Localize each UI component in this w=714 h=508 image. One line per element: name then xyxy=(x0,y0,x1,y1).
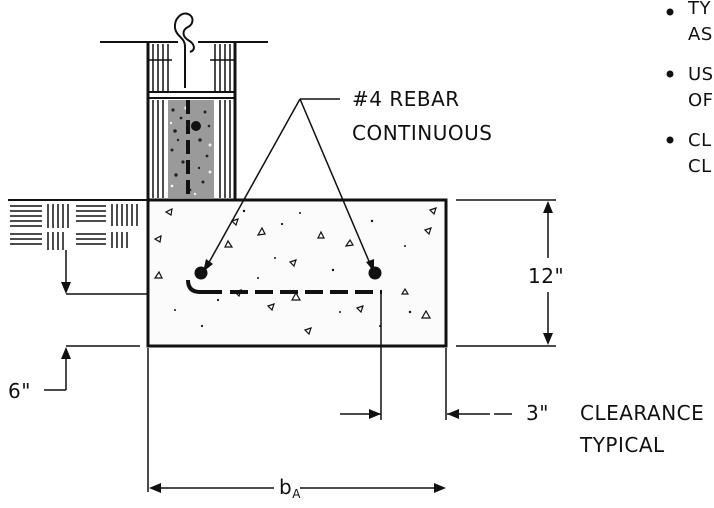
clearance-value: 3" xyxy=(526,401,549,425)
note-2-line2: OF xyxy=(688,90,714,111)
note-3-line1: CL xyxy=(688,130,712,151)
masonry-wall xyxy=(100,12,268,280)
concrete-footing xyxy=(146,198,448,348)
notes-list: TY AS US OF CL CL xyxy=(666,0,714,177)
clearance-typical-label: TYPICAL xyxy=(579,433,665,457)
note-bullet xyxy=(666,136,674,144)
note-bullet xyxy=(666,8,674,16)
soil-hatch xyxy=(8,199,148,250)
rebar-right-dot xyxy=(368,266,382,280)
height-label: 12" xyxy=(528,264,564,288)
note-1-line1: TY xyxy=(687,0,711,19)
note-bullet xyxy=(666,70,674,78)
note-1-line2: AS xyxy=(688,24,713,45)
depth-label: 6" xyxy=(8,379,31,403)
clearance-label: CLEARANCE xyxy=(580,401,704,425)
dimension-width: bA xyxy=(147,348,446,501)
rebar-callout: #4 REBAR CONTINUOUS xyxy=(203,87,492,272)
note-3-line2: CL xyxy=(688,156,712,177)
dimension-clearance: 3" CLEARANCE TYPICAL xyxy=(340,293,704,457)
rebar-label: #4 REBAR xyxy=(352,87,460,111)
rebar-continuous-label: CONTINUOUS xyxy=(352,121,492,145)
dimension-height: 12" xyxy=(456,199,564,347)
note-2-line1: US xyxy=(688,64,714,85)
dimension-depth: 6" xyxy=(8,250,148,403)
width-label: bA xyxy=(279,475,301,501)
